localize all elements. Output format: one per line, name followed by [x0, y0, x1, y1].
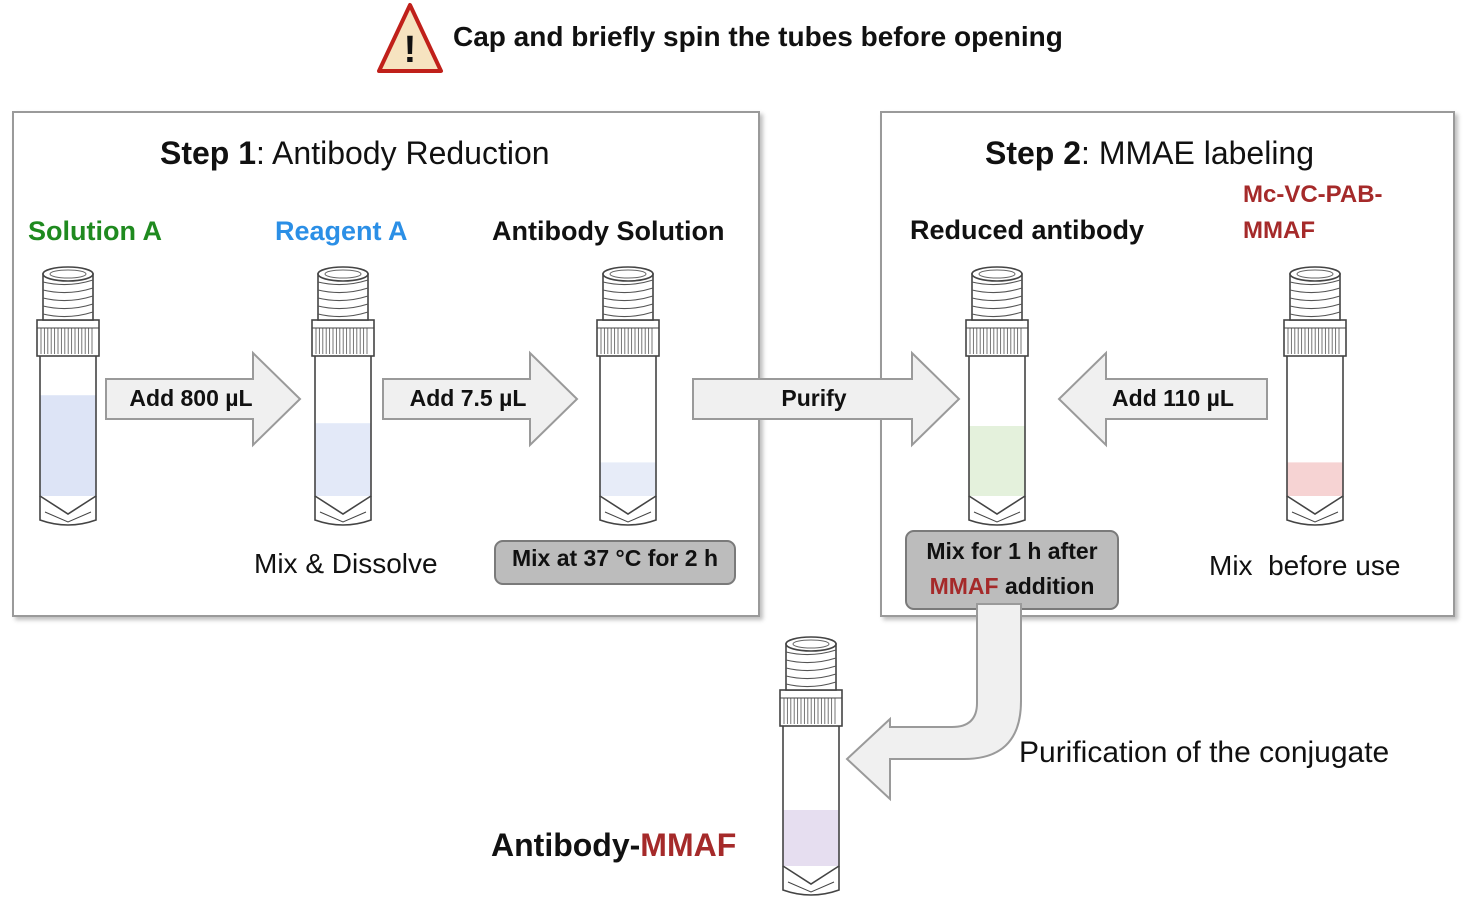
- tube-liquid: [783, 810, 839, 866]
- mmaf-reagent-label-line2: MMAF: [1243, 217, 1315, 244]
- antibody-mmaf-tube: [779, 636, 843, 896]
- warning-mark: !: [404, 29, 417, 71]
- step1-title-rest: : Antibody Reduction: [256, 135, 550, 171]
- step1-title: Step 1: Antibody Reduction: [160, 137, 550, 169]
- mmaf-reagent-label-line1: Mc-VC-PAB-: [1243, 181, 1383, 208]
- tube-liquid: [1287, 462, 1343, 496]
- product-prefix: Antibody-: [491, 827, 641, 863]
- tube-liquid: [969, 426, 1025, 496]
- add-7-5-arrow: [382, 350, 579, 448]
- step2-title-rest: : MMAE labeling: [1081, 135, 1315, 171]
- mix-1h-line2: MMAF addition: [907, 569, 1117, 604]
- antibody-solution-label: Antibody Solution: [492, 216, 725, 246]
- warning-triangle-icon: !: [377, 3, 443, 73]
- add-800-label: Add 800 µL: [129, 385, 253, 411]
- reagent-a-tube: [311, 266, 375, 526]
- tube-liquid: [40, 395, 96, 496]
- add-800-arrow: [105, 350, 302, 448]
- add-110-arrow: [1057, 350, 1268, 448]
- step1-panel: [12, 111, 760, 617]
- mix-before-use-label: Mix before use: [1209, 550, 1401, 581]
- tube-liquid: [315, 423, 371, 496]
- mix-37-badge: Mix at 37 °C for 2 h: [494, 540, 736, 585]
- step2-title: Step 2: MMAE labeling: [985, 137, 1314, 169]
- reduced-antibody-tube: [965, 266, 1029, 526]
- product-label: Antibody-MMAF: [491, 829, 736, 861]
- mix-dissolve-label: Mix & Dissolve: [254, 548, 438, 579]
- tube-liquid: [600, 462, 656, 496]
- add-7-5-label: Add 7.5 µL: [409, 385, 527, 411]
- purification-arrow: [845, 603, 1022, 802]
- mix-1h-rest: addition: [998, 572, 1095, 599]
- mix-1h-mmaf: MMAF: [929, 572, 999, 599]
- add-110-label: Add 110 µL: [1112, 385, 1234, 411]
- mix-1h-line1: Mix for 1 h after: [926, 538, 1098, 564]
- purify-label: Purify: [781, 385, 847, 411]
- product-mmaf: MMAF: [640, 827, 737, 863]
- step2-title-bold: Step 2: [985, 135, 1082, 171]
- solution-a-label: Solution A: [28, 216, 162, 246]
- antibody-solution-tube: [596, 266, 660, 526]
- mmaf-reagent-tube: [1283, 266, 1347, 526]
- reduced-antibody-label: Reduced antibody: [910, 215, 1145, 245]
- solution-a-tube: [36, 266, 100, 526]
- mix-1h-badge: Mix for 1 h after MMAF addition: [905, 530, 1119, 610]
- purify-arrow: [692, 350, 961, 448]
- step1-title-bold: Step 1: [160, 135, 257, 171]
- purification-label: Purification of the conjugate: [1019, 736, 1390, 769]
- warning-text: Cap and briefly spin the tubes before op…: [453, 21, 1063, 52]
- reagent-a-label: Reagent A: [275, 216, 408, 246]
